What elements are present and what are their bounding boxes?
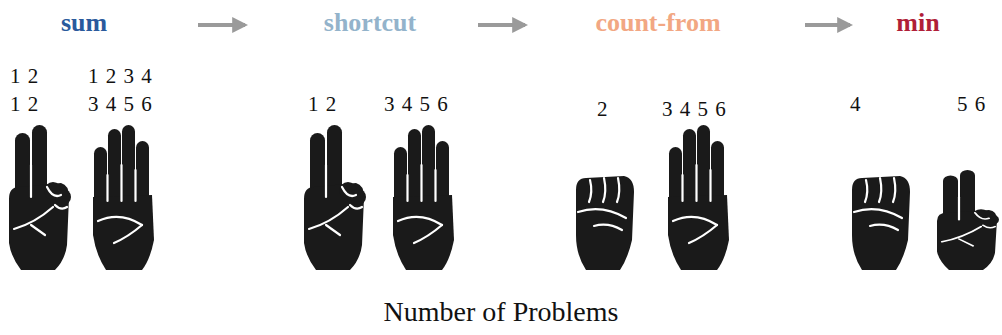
hand-icon bbox=[668, 125, 729, 270]
count-number: 1 2 3 4 bbox=[88, 64, 153, 88]
count-number: 3 4 5 6 bbox=[662, 97, 727, 121]
stage-title: shortcut bbox=[253, 5, 470, 41]
stage-name: sum bbox=[61, 5, 107, 41]
hand-icon bbox=[937, 170, 999, 270]
count-number: 3 4 5 6 bbox=[88, 92, 153, 116]
flow-arrow bbox=[478, 23, 525, 27]
hand-icon bbox=[9, 125, 71, 270]
stage-name: count-from bbox=[595, 5, 720, 41]
count-number: 1 2 bbox=[308, 92, 337, 116]
stage-title: count-from bbox=[533, 5, 797, 41]
stage-name: min bbox=[896, 5, 939, 41]
hand-icon bbox=[93, 125, 154, 270]
flow-arrow bbox=[198, 23, 245, 27]
count-number: 2 bbox=[597, 97, 609, 121]
count-number: 4 bbox=[850, 92, 862, 116]
hand-icon bbox=[852, 176, 910, 270]
count-number: 1 2 bbox=[10, 92, 39, 116]
hand-icon bbox=[393, 125, 454, 270]
stage-name: shortcut bbox=[324, 5, 416, 41]
axis-caption: Number of Problems bbox=[384, 296, 619, 328]
stage-title: sum bbox=[40, 5, 190, 41]
count-number: 3 4 5 6 bbox=[384, 92, 449, 116]
flow-arrow bbox=[805, 23, 850, 27]
hand-icon bbox=[576, 176, 634, 270]
count-number: 5 6 bbox=[957, 92, 986, 116]
hand-icon bbox=[304, 125, 366, 270]
count-number: 1 2 bbox=[10, 64, 39, 88]
stage-title: min bbox=[858, 5, 980, 41]
